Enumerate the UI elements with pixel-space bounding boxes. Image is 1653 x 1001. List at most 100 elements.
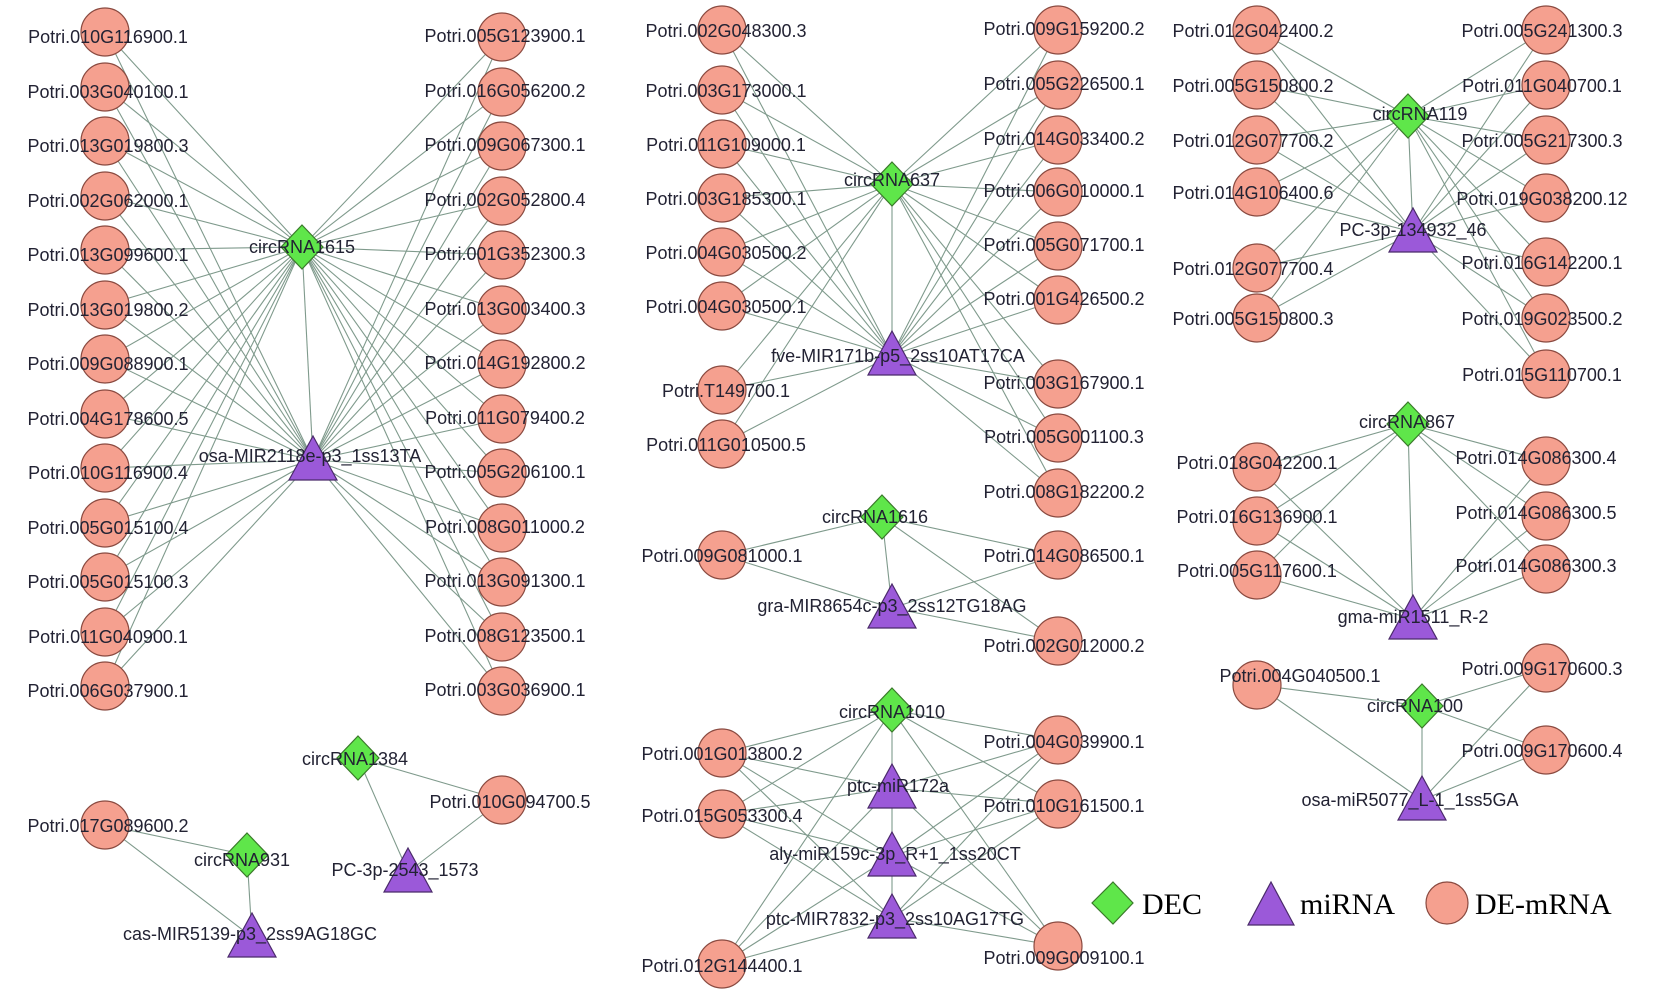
edge bbox=[301, 246, 503, 583]
mrna-node bbox=[1033, 715, 1083, 765]
mrna-node bbox=[477, 775, 527, 825]
edge bbox=[104, 459, 314, 687]
edge bbox=[312, 363, 503, 461]
node-label: Potri.005G123900.1 bbox=[424, 26, 585, 46]
edge bbox=[104, 195, 314, 461]
edge bbox=[721, 813, 893, 919]
edge bbox=[721, 855, 893, 965]
mrna-node bbox=[477, 285, 527, 335]
circrna-node bbox=[1386, 401, 1430, 447]
edge bbox=[312, 459, 503, 529]
node-label: ptc-MIR7832-p3_2ss10AG17TG bbox=[766, 909, 1024, 930]
edge bbox=[357, 757, 503, 801]
edge bbox=[721, 709, 893, 965]
mrna-node bbox=[1521, 173, 1571, 223]
node-label: Potri.013G003400.3 bbox=[424, 299, 585, 319]
mrna-node bbox=[80, 443, 130, 493]
edge bbox=[891, 183, 1059, 193]
edge bbox=[104, 304, 314, 461]
edge bbox=[891, 803, 1059, 919]
mrna-node bbox=[1232, 496, 1282, 546]
node-label: Potri.016G136900.1 bbox=[1176, 507, 1337, 527]
mrna-node bbox=[80, 334, 130, 384]
node-label: Potri.009G088900.1 bbox=[27, 354, 188, 374]
edge bbox=[104, 246, 303, 415]
edge bbox=[1407, 115, 1547, 263]
node-label: Potri.005G206100.1 bbox=[424, 462, 585, 482]
edge bbox=[312, 459, 503, 638]
mrna-node bbox=[80, 389, 130, 439]
mrna-node bbox=[477, 394, 527, 444]
node-label: Potri.005G001100.3 bbox=[984, 427, 1144, 447]
mirna-node bbox=[866, 329, 918, 376]
mirna-node bbox=[866, 582, 918, 629]
node-label: Potri.003G167900.1 bbox=[983, 373, 1144, 393]
edge bbox=[891, 917, 1059, 947]
edge bbox=[104, 86, 303, 248]
mrna-node bbox=[1033, 359, 1083, 409]
node-label: Potri.012G077700.4 bbox=[1172, 259, 1333, 279]
circrna-node bbox=[280, 224, 324, 270]
edge bbox=[891, 739, 1059, 919]
node-label: Potri.005G217300.3 bbox=[1461, 131, 1622, 151]
mrna-node bbox=[80, 7, 130, 57]
node-label: Potri.016G142200.1 bbox=[1461, 253, 1622, 273]
mrna-node bbox=[697, 173, 747, 223]
circrna-node bbox=[1386, 93, 1430, 139]
node-label: Potri.004G039900.1 bbox=[983, 732, 1144, 752]
node-label: Potri.008G011000.2 bbox=[425, 517, 585, 537]
mrna-node bbox=[1033, 167, 1083, 217]
edge bbox=[891, 29, 1059, 356]
edge bbox=[1412, 29, 1547, 233]
legend-dec-diamond bbox=[1091, 881, 1134, 925]
edge bbox=[104, 246, 303, 469]
mrna-node bbox=[477, 176, 527, 226]
edge bbox=[891, 84, 1059, 356]
node-label: circRNA1010 bbox=[839, 702, 945, 722]
edge bbox=[1412, 231, 1547, 375]
node-label: gma-miR1511_R-2 bbox=[1338, 607, 1489, 628]
node-label: Potri.011G109000.1 bbox=[646, 135, 806, 155]
edge bbox=[1412, 515, 1547, 620]
edge bbox=[1407, 423, 1414, 620]
node-label: Potri.011G040700.1 bbox=[1462, 76, 1622, 96]
node-label: Potri.009G067300.1 bbox=[424, 135, 585, 155]
edge bbox=[721, 787, 893, 965]
node-label: Potri.002G012000.2 bbox=[983, 636, 1144, 656]
node-label: circRNA867 bbox=[1359, 412, 1455, 432]
node-label: circRNA1616 bbox=[822, 507, 928, 527]
node-label: Potri.019G038200.12 bbox=[1456, 189, 1627, 209]
mrna-node bbox=[80, 498, 130, 548]
mrna-node bbox=[477, 339, 527, 389]
edge bbox=[301, 246, 503, 420]
edge bbox=[301, 246, 503, 474]
mrna-node bbox=[1521, 436, 1571, 486]
edge bbox=[721, 29, 893, 356]
edge bbox=[1407, 115, 1547, 375]
node-label: Potri.004G040500.1 bbox=[1219, 666, 1380, 686]
mrna-node bbox=[697, 419, 747, 469]
mrna-node bbox=[80, 800, 130, 850]
edge bbox=[1407, 423, 1547, 517]
edge bbox=[1407, 423, 1547, 570]
node-label: Potri.008G182200.2 bbox=[983, 482, 1144, 502]
node-label: Potri.009G170600.4 bbox=[1461, 741, 1622, 761]
legend: DEC miRNA DE-mRNA bbox=[1091, 880, 1612, 926]
node-label: osa-miR5077_L-1_1ss5GA bbox=[1301, 790, 1518, 811]
edge bbox=[891, 84, 1059, 185]
mrna-node bbox=[1521, 643, 1571, 693]
edge bbox=[1256, 466, 1414, 620]
node-label: Potri.010G094700.5 bbox=[429, 792, 590, 812]
node-label: Potri.T149700.1 bbox=[662, 381, 790, 401]
mrna-node bbox=[1232, 115, 1282, 165]
edge bbox=[721, 752, 893, 857]
mrna-node bbox=[1232, 243, 1282, 293]
mrna-node bbox=[1521, 237, 1571, 287]
edge bbox=[1407, 115, 1547, 199]
node-label: Potri.002G052800.4 bbox=[424, 190, 585, 210]
edge bbox=[1256, 574, 1414, 620]
mrna-node bbox=[697, 5, 747, 55]
edge bbox=[301, 246, 314, 461]
mrna-node bbox=[1232, 5, 1282, 55]
